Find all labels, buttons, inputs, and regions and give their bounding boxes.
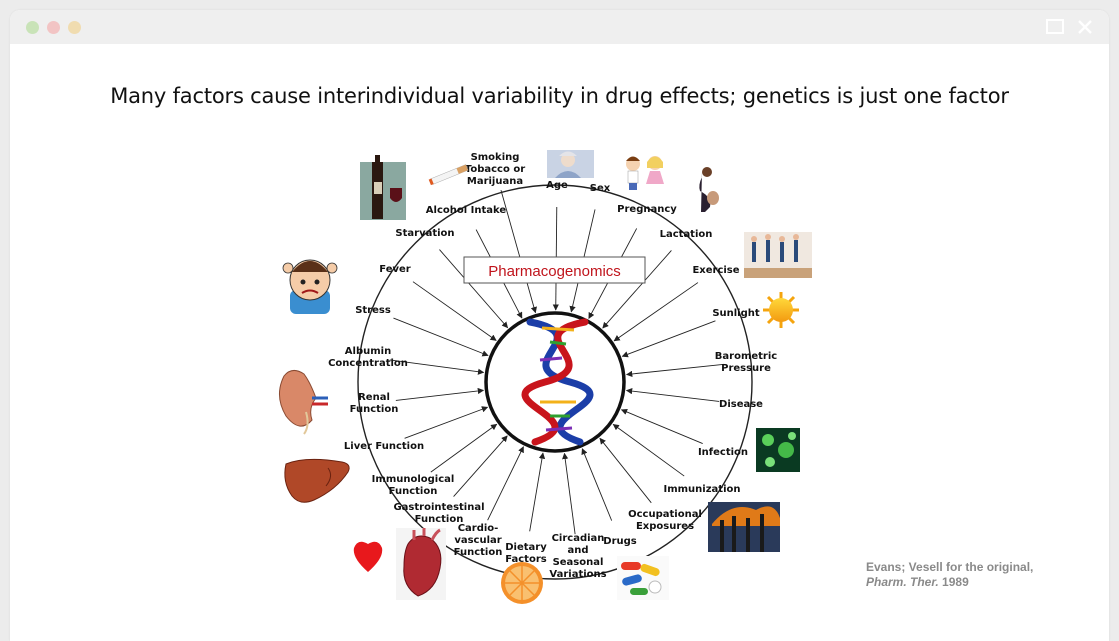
arrow-albumin-concentration xyxy=(389,359,485,375)
stressed-boy-cartoon-icon xyxy=(282,259,338,314)
factor-label-pregnancy: Pregnancy xyxy=(617,204,677,215)
arrow-immunization xyxy=(612,424,685,477)
pharmacogenomics-label: Pharmacogenomics xyxy=(463,256,646,284)
arrow-infection xyxy=(620,408,703,444)
arrow-exercise xyxy=(613,282,699,342)
maximize-icon[interactable] xyxy=(1044,16,1066,38)
slide-title: Many factors cause interindividual varia… xyxy=(110,84,1009,108)
arrow-smoking xyxy=(500,190,537,314)
arrow-spokes xyxy=(389,190,725,535)
citation-journal: Pharm. Ther. xyxy=(866,575,939,589)
factor-label-stress: Stress xyxy=(355,305,391,316)
sun-icon xyxy=(763,292,799,328)
arrow-disease xyxy=(625,387,720,402)
factor-label-drugs: Drugs xyxy=(603,536,637,547)
arrow-fever xyxy=(412,281,497,341)
exercise-group-icon xyxy=(744,232,812,278)
pills-icon xyxy=(617,556,669,600)
title-bar xyxy=(10,10,1109,44)
arrow-lactation xyxy=(602,250,672,329)
factor-label-fever: Fever xyxy=(379,264,411,275)
app-window: Many factors cause interindividual varia… xyxy=(10,10,1109,641)
arrow-starvation xyxy=(439,249,509,329)
arrow-occupational-exposures xyxy=(599,437,652,504)
anatomical-heart-icon xyxy=(396,528,446,600)
arrow-circadian xyxy=(562,452,576,535)
factor-label-starvation: Starvation xyxy=(395,228,454,239)
close-icon[interactable] xyxy=(1074,16,1096,38)
arrow-barometric-pressure xyxy=(625,363,725,378)
factor-label-age: Age xyxy=(546,180,568,191)
factor-label-sunlight: Sunlight xyxy=(712,308,760,319)
arrow-sunlight xyxy=(621,320,716,358)
citation-line2: Pharm. Ther. 1989 xyxy=(866,575,1033,590)
arrow-immunological-function xyxy=(430,423,498,473)
bacteria-icon xyxy=(756,428,800,472)
factor-label-disease: Disease xyxy=(719,399,763,410)
factor-label-exercise: Exercise xyxy=(692,265,739,276)
window-close-dot-button[interactable] xyxy=(47,21,60,34)
arrow-dietary-factors xyxy=(529,452,546,532)
arrow-stress xyxy=(393,317,489,357)
dna-helix-icon xyxy=(521,318,594,446)
factor-label-immunization: Immunization xyxy=(664,484,741,495)
factor-label-alcohol-intake: Alcohol Intake xyxy=(426,205,507,216)
citation-line1: Evans; Vesell for the original, xyxy=(866,560,1034,574)
factory-smokestacks-icon xyxy=(708,502,780,552)
citation-year: 1989 xyxy=(942,575,969,589)
factor-label-lactation: Lactation xyxy=(660,229,713,240)
arrow-cardiovascular-function xyxy=(487,446,524,521)
heart-icon xyxy=(353,541,383,572)
arrow-renal-function xyxy=(395,387,485,401)
arrow-drugs xyxy=(581,448,613,521)
grapefruit-icon xyxy=(501,562,543,604)
cigarette-icon xyxy=(428,164,469,186)
arrow-gastrointestinal-function xyxy=(453,435,508,497)
outer-ring xyxy=(357,184,753,580)
kidney-icon xyxy=(279,370,328,435)
citation: Evans; Vesell for the original, Pharm. T… xyxy=(866,560,1033,590)
window-minimize-button[interactable] xyxy=(68,21,81,34)
window-zoom-button[interactable] xyxy=(26,21,39,34)
factor-label-infection: Infection xyxy=(698,447,748,458)
factor-label-liver-function: Liver Function xyxy=(344,441,424,452)
boy-girl-cartoon-icon xyxy=(626,156,664,190)
liver-icon xyxy=(284,458,350,503)
arrow-liver-function xyxy=(404,406,489,439)
center-label-text: Pharmacogenomics xyxy=(488,263,621,280)
elderly-woman-photo-icon xyxy=(547,150,594,178)
factor-label-sex: Sex xyxy=(590,183,611,194)
wine-bottle-icon xyxy=(360,155,406,220)
pregnant-woman-icon xyxy=(699,167,719,212)
